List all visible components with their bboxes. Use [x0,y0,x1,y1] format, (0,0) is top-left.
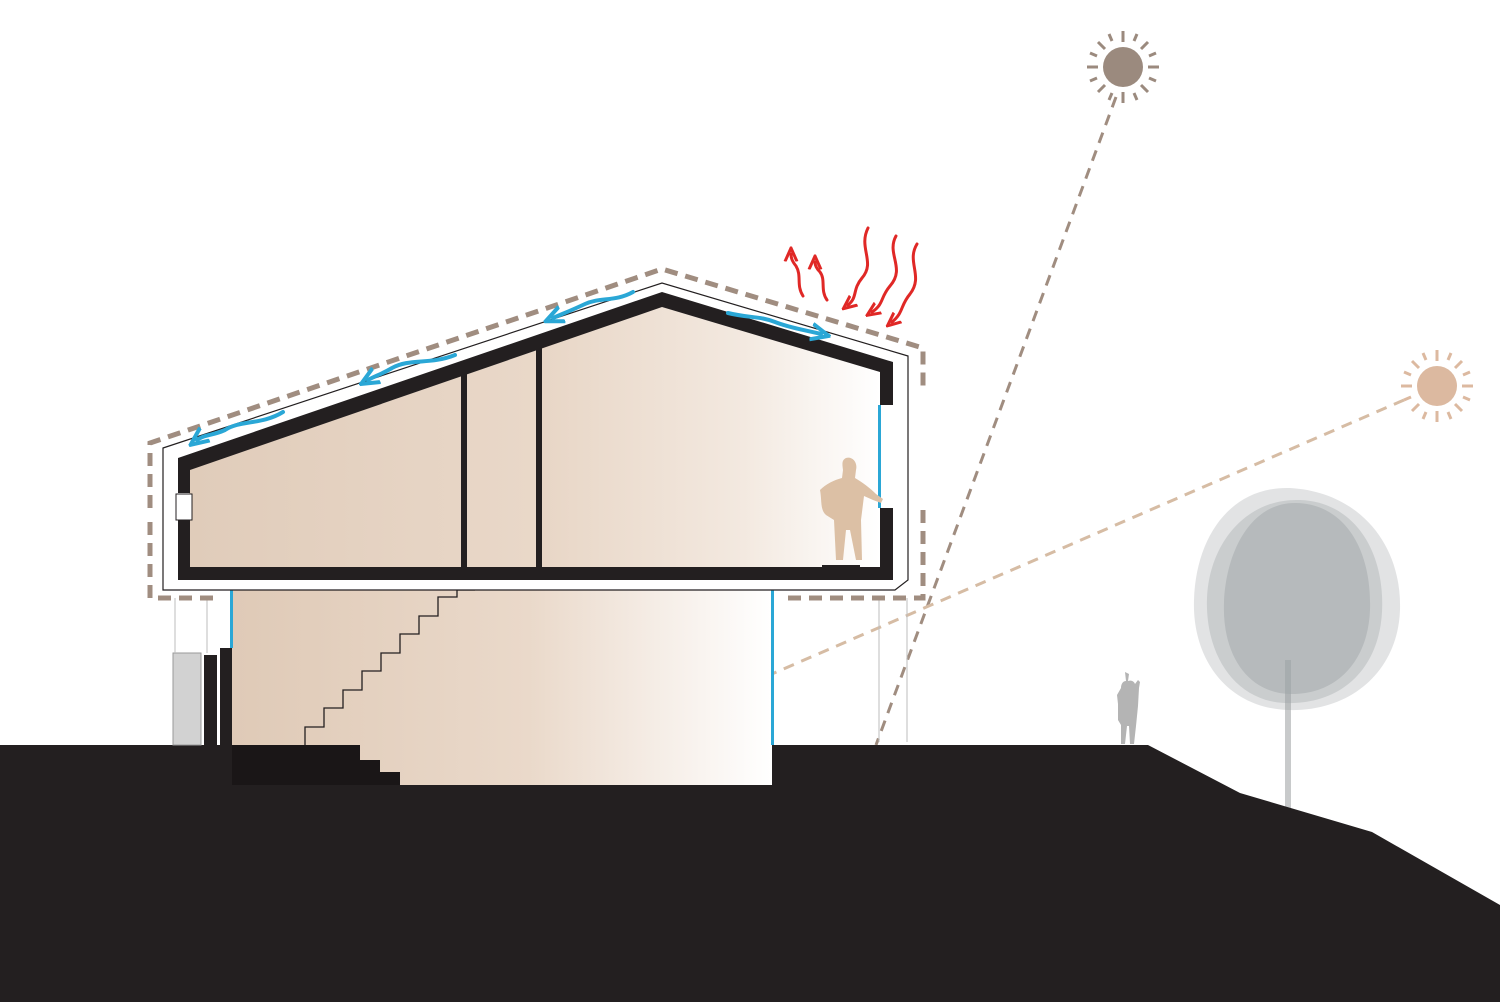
ground [0,745,1500,1002]
tree-icon [1193,487,1401,810]
door-frame [204,655,217,745]
lower-level [232,590,772,785]
upper-right-room [541,307,880,567]
staircase [304,589,475,745]
support-columns [174,598,908,742]
floor-slab [178,508,893,580]
front-window-glazing [878,405,881,508]
winter-sun-icon [1401,350,1473,422]
summer-sun-ray [874,96,1118,746]
lower-back-wall [220,648,232,745]
summer-sun-icon [1087,31,1159,103]
winter-sun-ray [531,398,1405,780]
lower-front-glazing [771,590,774,745]
partition-wall-left [461,373,467,567]
window-bench [822,565,860,571]
person-icon [820,457,883,560]
visitor-icon [1117,672,1140,744]
partition-wall-right [536,348,542,567]
entrance-door [172,652,202,746]
thermal-envelope-outline [147,266,926,601]
heat-wave-icon [791,226,919,322]
airflow-arrow-icon [197,290,821,440]
rear-window [175,493,193,521]
lower-rear-glazing [230,590,233,648]
